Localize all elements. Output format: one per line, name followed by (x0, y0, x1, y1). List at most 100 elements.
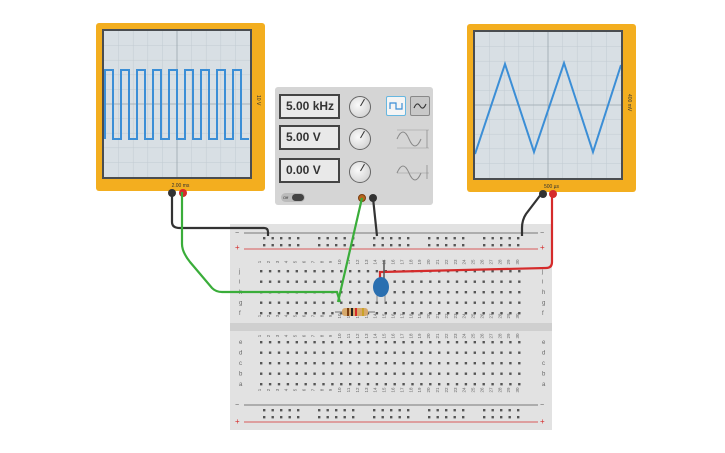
svg-text:a: a (239, 382, 243, 388)
svg-text:b: b (542, 372, 546, 378)
svg-text:21: 21 (435, 313, 440, 319)
svg-text:19: 19 (417, 333, 422, 339)
svg-text:19: 19 (417, 313, 422, 319)
svg-text:24: 24 (462, 259, 467, 265)
svg-text:29: 29 (506, 313, 511, 319)
svg-text:2: 2 (266, 334, 271, 337)
oscilloscope-left[interactable]: 10 V 2.00 ms (96, 23, 265, 197)
svg-text:9: 9 (328, 314, 333, 317)
svg-text:26: 26 (480, 313, 485, 319)
svg-text:25: 25 (471, 333, 476, 339)
svg-text:3: 3 (275, 388, 280, 391)
offset-knob[interactable] (349, 161, 371, 183)
svg-text:6: 6 (302, 314, 307, 317)
generator-terminal-pos[interactable] (358, 194, 366, 202)
svg-text:1: 1 (257, 314, 262, 317)
breadboard-center-gap (230, 323, 552, 331)
svg-text:22: 22 (444, 259, 449, 265)
svg-text:14: 14 (373, 387, 378, 393)
svg-text:25: 25 (471, 387, 476, 393)
svg-text:17: 17 (399, 333, 404, 339)
svg-text:c: c (542, 361, 545, 367)
oscilloscope-right-terminal-neg[interactable] (539, 190, 547, 198)
svg-text:+: + (235, 417, 240, 426)
svg-text:28: 28 (497, 387, 502, 393)
svg-text:f: f (542, 311, 544, 317)
svg-text:28: 28 (497, 313, 502, 319)
svg-text:8: 8 (319, 334, 324, 337)
svg-text:5: 5 (293, 388, 298, 391)
oscilloscope-left-terminal-neg[interactable] (168, 189, 176, 197)
svg-text:16: 16 (391, 313, 396, 319)
svg-text:12: 12 (355, 259, 360, 265)
svg-text:i: i (542, 280, 543, 286)
svg-text:17: 17 (399, 387, 404, 393)
svg-text:27: 27 (488, 259, 493, 265)
square-wave-button[interactable] (386, 96, 406, 116)
frequency-display: 5.00 kHz (279, 94, 340, 119)
svg-text:2: 2 (266, 314, 271, 317)
svg-text:27: 27 (488, 333, 493, 339)
svg-text:11: 11 (346, 333, 351, 338)
svg-text:3: 3 (275, 314, 280, 317)
svg-text:7: 7 (310, 388, 315, 391)
svg-text:−: − (235, 402, 239, 409)
svg-text:20: 20 (426, 313, 431, 319)
svg-text:22: 22 (444, 333, 449, 339)
triangle-wave-icon (413, 103, 427, 109)
svg-text:18: 18 (408, 333, 413, 339)
svg-text:13: 13 (364, 333, 369, 339)
svg-text:e: e (542, 340, 546, 346)
svg-text:+: + (540, 243, 545, 252)
svg-text:e: e (239, 340, 243, 346)
oscilloscope-right-volt-label: 400 mV (626, 94, 632, 112)
svg-text:10: 10 (337, 387, 342, 393)
svg-text:10: 10 (337, 333, 342, 339)
svg-text:22: 22 (444, 313, 449, 319)
square-wave-icon (389, 102, 403, 110)
oscilloscope-left-terminal-pos[interactable] (179, 189, 187, 197)
frequency-knob[interactable] (349, 96, 371, 118)
oscilloscope-right-terminal-pos[interactable] (549, 190, 557, 198)
svg-text:9: 9 (328, 388, 333, 391)
svg-text:4: 4 (284, 260, 289, 263)
power-switch[interactable]: Off (281, 193, 305, 202)
svg-text:24: 24 (462, 313, 467, 319)
svg-text:11: 11 (346, 259, 351, 264)
svg-text:23: 23 (453, 333, 458, 339)
amplitude-knob[interactable] (349, 128, 371, 150)
oscilloscope-right-screen (473, 30, 623, 180)
svg-text:7: 7 (310, 334, 315, 337)
svg-text:21: 21 (435, 333, 440, 339)
generator-terminal-neg[interactable] (369, 194, 377, 202)
svg-text:3: 3 (275, 260, 280, 263)
triangle-wave-button[interactable] (410, 96, 430, 116)
svg-text:d: d (239, 351, 242, 357)
power-switch-label: Off (283, 195, 289, 200)
svg-text:19: 19 (417, 259, 422, 265)
oscilloscope-right-trace (475, 32, 621, 178)
svg-text:18: 18 (408, 259, 413, 265)
svg-text:15: 15 (382, 259, 387, 265)
svg-text:1: 1 (257, 388, 262, 391)
svg-text:h: h (239, 290, 242, 296)
svg-text:12: 12 (355, 387, 360, 393)
svg-text:23: 23 (453, 387, 458, 393)
oscilloscope-right[interactable]: 400 mV 500 µs (467, 24, 636, 198)
svg-text:−: − (540, 402, 544, 409)
offset-display: 0.00 V (279, 158, 340, 183)
function-generator[interactable]: 5.00 kHz 5.00 V 0.00 V Off (275, 87, 433, 205)
svg-text:2: 2 (266, 388, 271, 391)
svg-text:29: 29 (506, 387, 511, 393)
svg-text:23: 23 (453, 259, 458, 265)
svg-text:25: 25 (471, 313, 476, 319)
svg-text:5: 5 (293, 334, 298, 337)
svg-text:j: j (541, 269, 543, 275)
svg-text:j: j (238, 269, 240, 275)
svg-text:10: 10 (337, 313, 342, 319)
svg-text:30: 30 (515, 387, 520, 393)
svg-text:1: 1 (257, 334, 262, 337)
oscilloscope-left-volt-label: 10 V (255, 95, 261, 106)
svg-text:b: b (239, 372, 243, 378)
